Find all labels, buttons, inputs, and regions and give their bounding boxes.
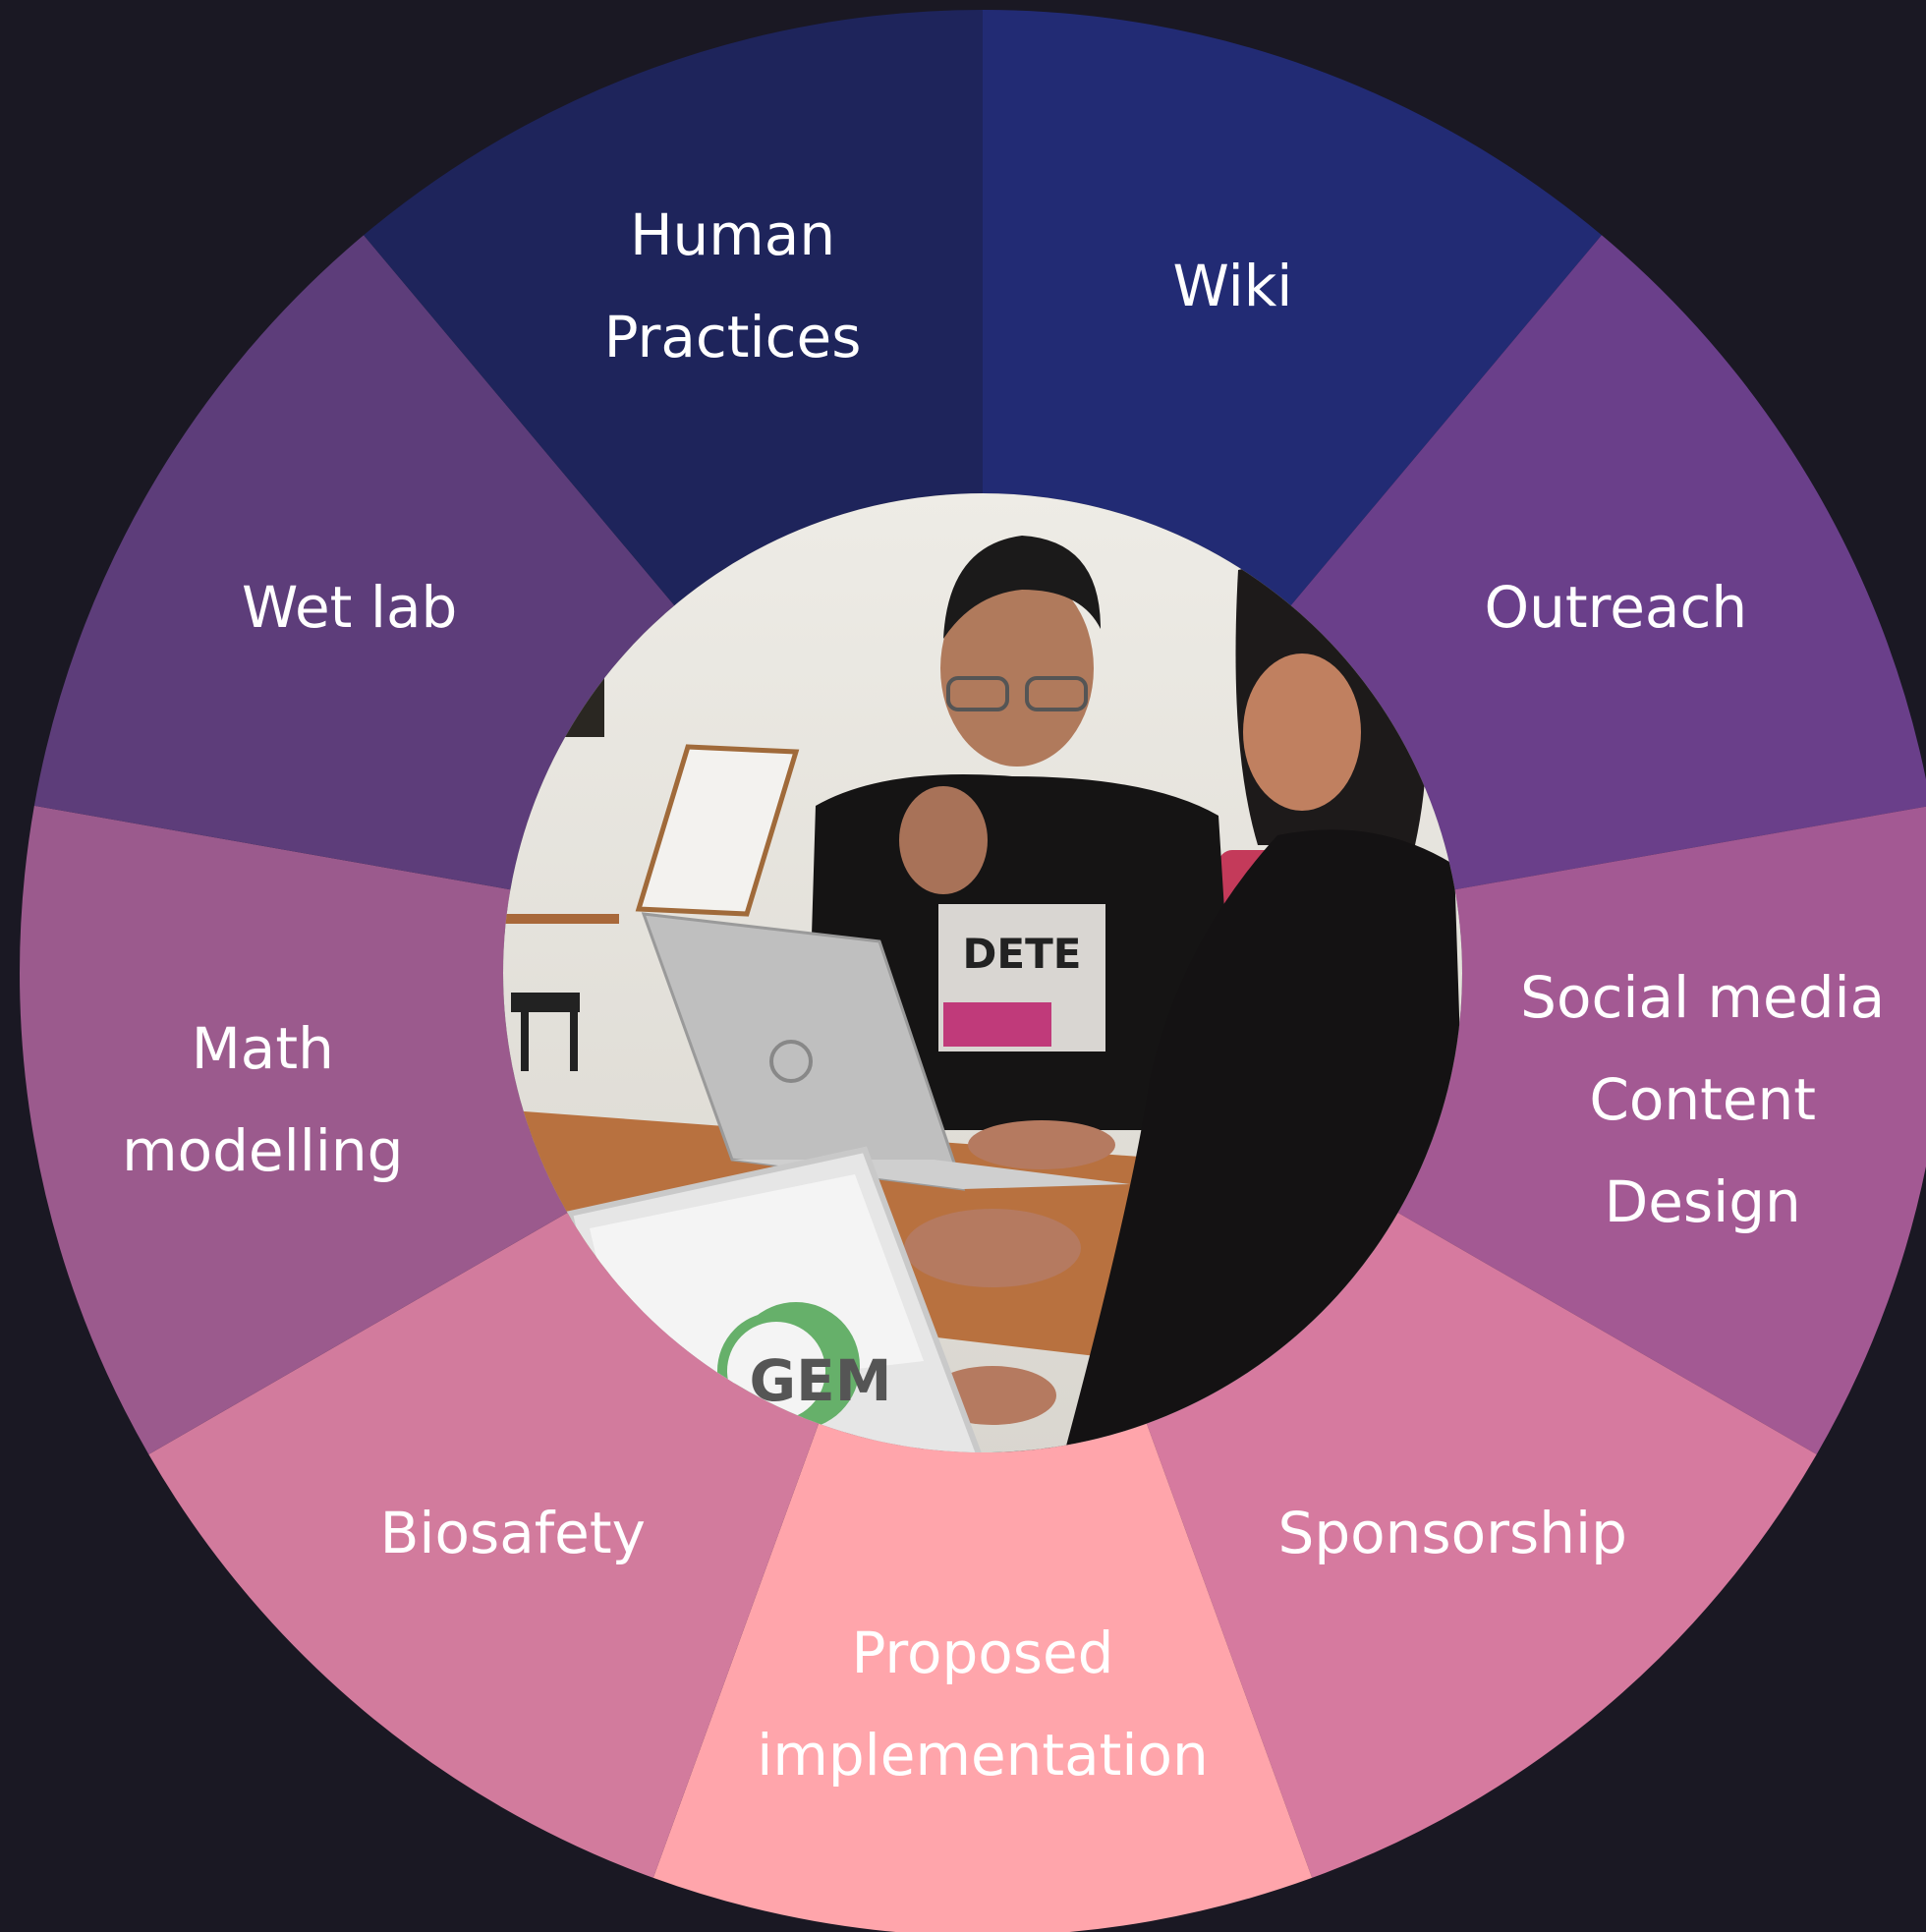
segment-label-outreach: Outreach [1485, 574, 1748, 641]
segment-label-sponsorship: Sponsorship [1278, 1500, 1627, 1566]
segment-label-line: modelling [122, 1117, 403, 1184]
segment-biosafety[interactable] [148, 1213, 820, 1878]
segment-label-line: Proposed [851, 1619, 1113, 1686]
segment-label-line: Practices [604, 304, 862, 370]
shirt-print-text: DETE [963, 930, 1082, 978]
segment-outreach[interactable] [1290, 235, 1926, 890]
segment-label-wiki: Wiki [1173, 253, 1293, 319]
segment-sponsorship[interactable] [1146, 1213, 1817, 1878]
segment-label-line: Outreach [1485, 574, 1748, 641]
segment-human-practices[interactable] [364, 10, 984, 606]
segment-label-math-modelling: Math modelling [122, 1015, 403, 1184]
segment-label-line: Human [630, 201, 835, 268]
segment-label-line: Sponsorship [1278, 1500, 1627, 1566]
segment-label-line: Design [1605, 1168, 1801, 1235]
segment-label-line: Biosafety [380, 1500, 646, 1566]
segment-math-modelling[interactable] [19, 805, 568, 1454]
segment-wiki[interactable] [983, 10, 1602, 606]
segment-wet-lab[interactable] [33, 235, 675, 890]
segment-label-line: implementation [757, 1722, 1209, 1789]
segment-label-line: Math [192, 1015, 334, 1082]
segment-label-line: Social media [1520, 964, 1885, 1031]
segment-label-proposed-implementation: Proposed implementation [757, 1619, 1209, 1789]
gem-logo-text: GEM [750, 1347, 892, 1414]
segment-proposed-implementation[interactable] [652, 1423, 1313, 1932]
segment-social-media-content-design[interactable] [1397, 806, 1926, 1454]
segment-label-line: Wet lab [242, 574, 457, 641]
segment-label-wet-lab: Wet lab [242, 574, 457, 641]
segment-label-biosafety: Biosafety [380, 1500, 646, 1566]
segment-label-line: Wiki [1173, 253, 1293, 319]
segment-label-line: Content [1589, 1066, 1816, 1133]
